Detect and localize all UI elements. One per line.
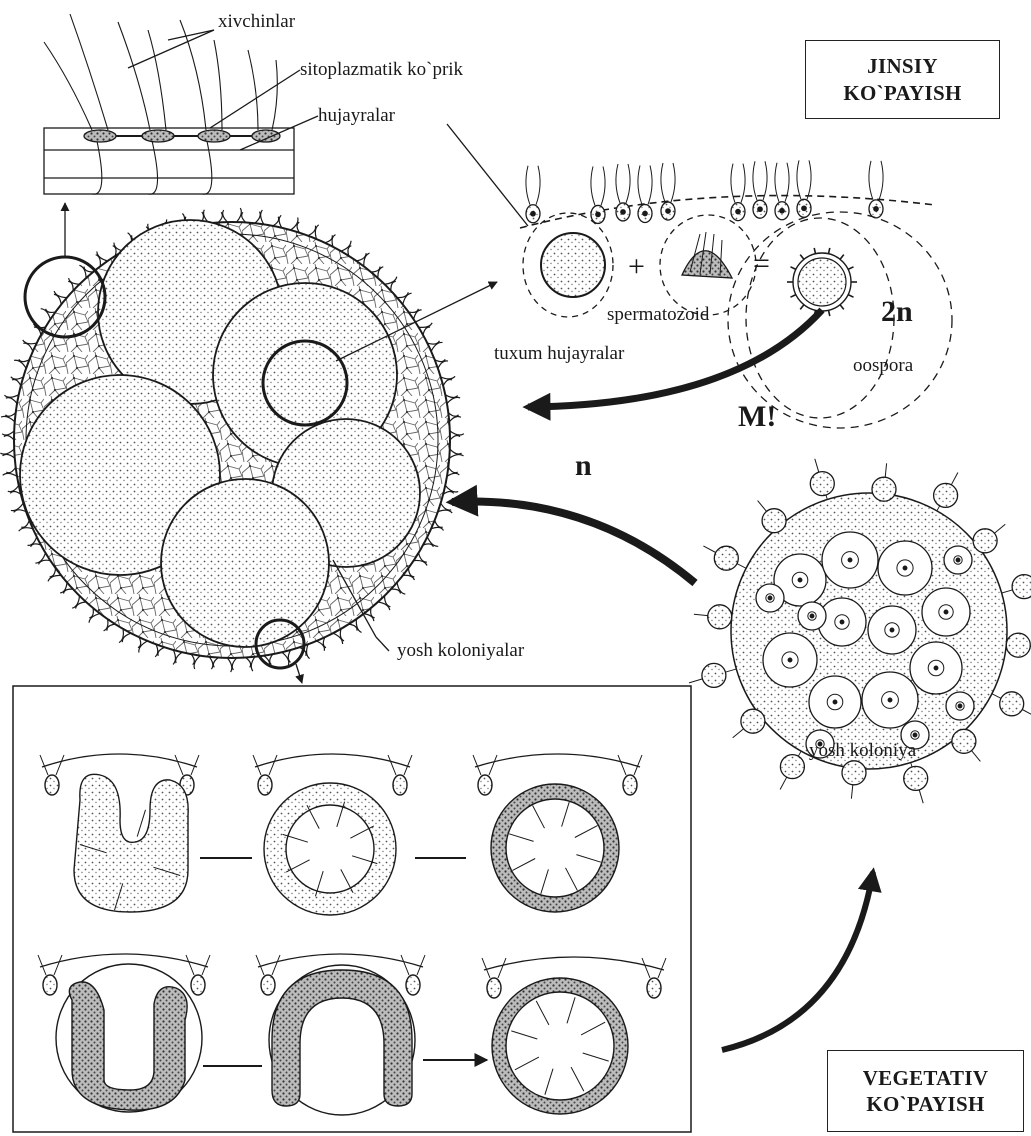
label-young-colony: yosh koloniya (809, 741, 916, 760)
vegetative-arrow (722, 872, 873, 1050)
egg-cell (541, 233, 605, 297)
young-satellite-cell (762, 509, 786, 533)
label-oospore: oospora (853, 356, 913, 375)
young-satellite-cell (714, 546, 738, 570)
young-satellite-cell (1006, 633, 1030, 657)
pointer-line (210, 70, 300, 128)
young-satellite-cell (973, 529, 997, 553)
label-egg-cells: tuxum hujayralar (494, 344, 624, 363)
symbol-plus: + (628, 252, 645, 282)
pointer-line (296, 664, 302, 683)
young-satellite-cell (810, 472, 834, 496)
parent-cell (191, 975, 205, 995)
young-satellite-cell (1000, 692, 1024, 716)
young-satellite-cell (780, 755, 804, 779)
parent-cell (406, 975, 420, 995)
vegetative-title-line2: KO`PAYISH (866, 1091, 984, 1117)
symbol-equals: = (753, 249, 770, 279)
pointer-line (168, 30, 214, 40)
label-spermatozoid: spermatozoid (607, 305, 709, 324)
ploidy-haploid: n (575, 451, 592, 481)
sexual-reproduction-box: JINSIY KO`PAYISH (805, 40, 1000, 119)
vegetative-title-line1: VEGETATIV (863, 1065, 989, 1091)
young-satellite-cell (702, 663, 726, 687)
young-satellite-cell (952, 729, 976, 753)
pointer-line (376, 637, 389, 651)
oospore (787, 248, 857, 316)
sexual-title-line1: JINSIY (867, 53, 938, 79)
young-satellite-cell (1012, 575, 1031, 599)
daughter-colony (161, 479, 329, 647)
sperm-bundle (682, 232, 732, 278)
volvox-colony (0, 208, 464, 672)
young-satellite-cell (934, 483, 958, 507)
parent-cell (393, 775, 407, 795)
parent-cell (623, 775, 637, 795)
parent-cell (647, 978, 661, 998)
parent-cell (487, 978, 501, 998)
return-arrow (452, 501, 695, 583)
parent-cell (261, 975, 275, 995)
young-satellite-cell (708, 605, 732, 629)
young-satellite-cell (872, 477, 896, 501)
parent-cell (258, 775, 272, 795)
young-satellite-cell (741, 709, 765, 733)
label-flagella: xivchinlar (218, 12, 295, 31)
sexual-title-line2: KO`PAYISH (843, 80, 961, 106)
parent-cell (478, 775, 492, 795)
parent-cell (45, 775, 59, 795)
parent-cell (43, 975, 57, 995)
label-cytoplasmic-bridge: sitoplazmatik ko`prik (300, 60, 463, 79)
young-satellite-cell (842, 761, 866, 785)
meiosis-mark: M! (738, 402, 776, 432)
label-cells: hujayralar (318, 106, 395, 125)
label-young-colonies: yosh koloniyalar (397, 641, 524, 660)
ploidy-diploid: 2n (881, 297, 913, 327)
young-satellite-cell (904, 766, 928, 790)
cell-strip-detail (44, 14, 294, 194)
pointer-line (447, 124, 528, 226)
pointer-line (128, 30, 214, 68)
vegetative-reproduction-box: VEGETATIV KO`PAYISH (827, 1050, 1024, 1132)
